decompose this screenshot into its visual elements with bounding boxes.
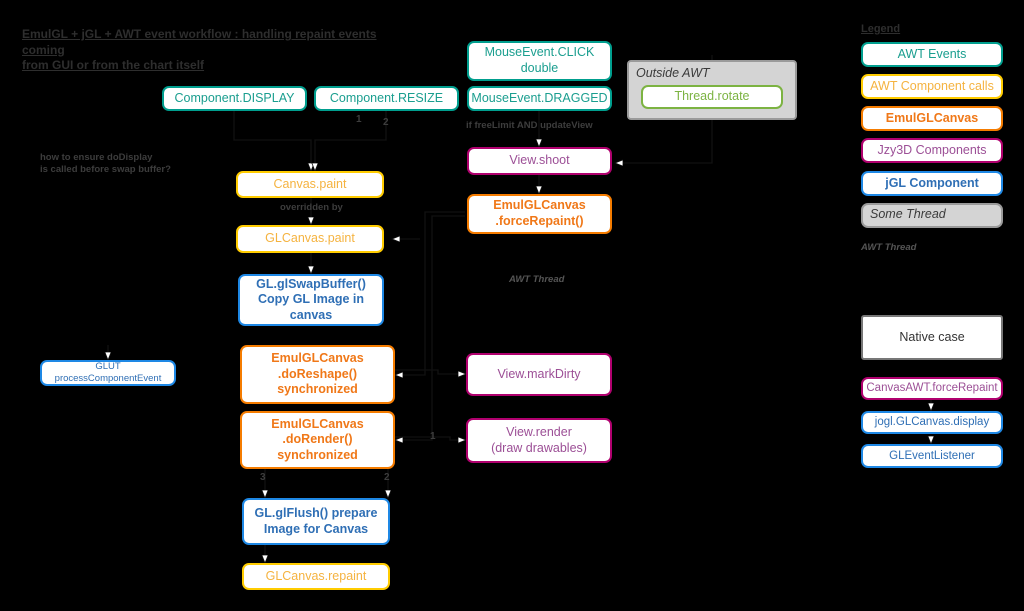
annotation-awt-thread: AWT Thread: [509, 274, 565, 285]
legend-item-some-thread: Some Thread: [861, 203, 1003, 228]
node-glcanvas-repaint[interactable]: GLCanvas.repaint: [242, 563, 390, 590]
annotation-number-1-mid: 1: [430, 431, 436, 442]
annotation-if-free-limit: if freeLimit AND updateView: [466, 120, 593, 131]
native-case-title-box: Native case: [861, 315, 1003, 360]
legend-awt-thread-note: AWT Thread: [861, 242, 917, 253]
node-canvasawt-forcerepaint[interactable]: CanvasAWT.forceRepaint: [861, 377, 1003, 400]
node-component-resize[interactable]: Component.RESIZE: [314, 86, 459, 111]
node-gleventlistener[interactable]: GLEventListener: [861, 444, 1003, 468]
node-canvas-paint[interactable]: Canvas.paint: [236, 171, 384, 198]
node-mouseevent-dragged[interactable]: MouseEvent.DRAGGED: [467, 86, 612, 111]
legend-title: Legend: [861, 23, 901, 35]
annotation-number-2-bottom: 2: [384, 472, 390, 483]
annotation-number-2-top: 2: [383, 117, 389, 128]
node-emulglcanvas-forcerepaint[interactable]: EmulGLCanvas .forceRepaint(): [467, 194, 612, 234]
annotation-doDisplay-question: how to ensure doDisplay is called before…: [40, 152, 171, 175]
annotation-overridden-by: overridden by: [280, 202, 343, 213]
node-emulglcanvas-doreshape[interactable]: EmulGLCanvas .doReshape() synchronized: [240, 345, 395, 404]
annotation-number-3-bottom: 3: [260, 472, 266, 483]
legend-item-jzy3d-components: Jzy3D Components: [861, 138, 1003, 163]
node-view-markdirty[interactable]: View.markDirty: [466, 353, 612, 396]
node-gl-glflush[interactable]: GL.glFlush() prepare Image for Canvas: [242, 498, 390, 545]
node-view-render[interactable]: View.render (draw drawables): [466, 418, 612, 463]
annotation-number-1-top: 1: [356, 114, 362, 125]
node-jogl-glcanvas-display[interactable]: jogl.GLCanvas.display: [861, 411, 1003, 434]
node-glcanvas-paint[interactable]: GLCanvas.paint: [236, 225, 384, 253]
node-emulglcanvas-dorender[interactable]: EmulGLCanvas .doRender() synchronized: [240, 411, 395, 469]
node-component-display[interactable]: Component.DISPLAY: [162, 86, 307, 111]
legend-item-emulglcanvas: EmulGLCanvas: [861, 106, 1003, 131]
node-gl-swapbuffer[interactable]: GL.glSwapBuffer() Copy GL Image in canva…: [238, 274, 384, 326]
node-thread-rotate[interactable]: Thread.rotate: [641, 85, 783, 109]
node-glut-processcomponentevent[interactable]: GLUT processComponentEvent: [40, 360, 176, 386]
outside-awt-label: Outside AWT: [636, 66, 710, 80]
legend-item-jgl-component: jGL Component: [861, 171, 1003, 196]
node-mouseevent-click[interactable]: MouseEvent.CLICK double: [467, 41, 612, 81]
page-title: EmulGL + jGL + AWT event workflow : hand…: [22, 27, 377, 73]
legend-item-awt-component-calls: AWT Component calls: [861, 74, 1003, 99]
node-view-shoot[interactable]: View.shoot: [467, 147, 612, 175]
legend-item-awt-events: AWT Events: [861, 42, 1003, 67]
